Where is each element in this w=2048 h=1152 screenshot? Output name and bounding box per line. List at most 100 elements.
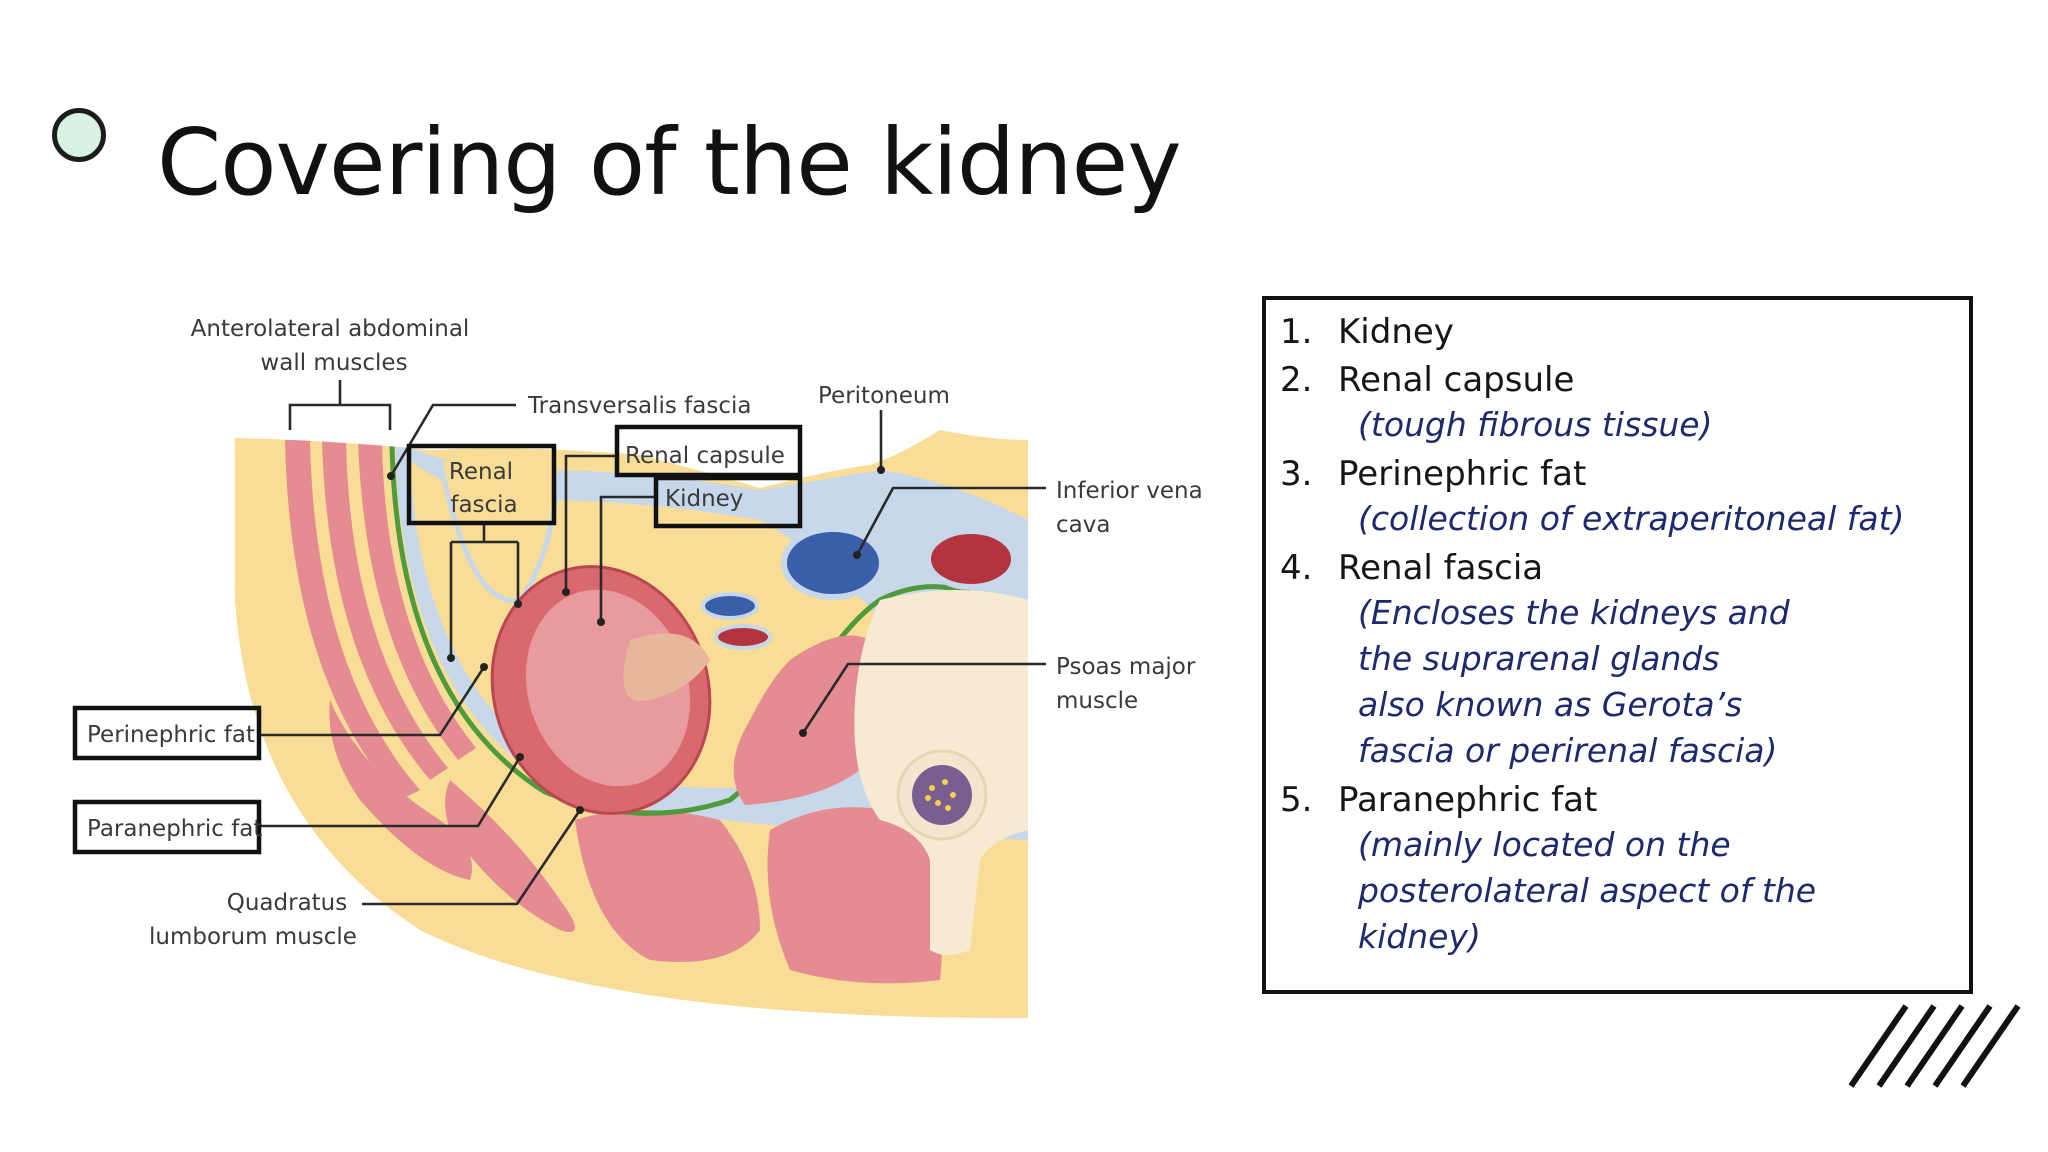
diagonal-slashes-icon — [1848, 1004, 2021, 1088]
legend-item-row: 4. Renal fascia — [1280, 546, 1969, 590]
wall-muscles-label-line2: wall muscles — [260, 350, 407, 376]
leader-dot — [576, 806, 584, 814]
cord-dot — [935, 800, 941, 806]
legend-list: 1. Kidney 2. Renal capsule (tough fibrous … — [1266, 300, 1969, 960]
legend-item-row: 1. Kidney — [1280, 310, 1969, 354]
legend-note: fascia or perirenal fascia) — [1358, 731, 1778, 770]
legend-item-row: 2. Renal capsule — [1280, 358, 1969, 402]
quadratus-label-line1: Quadratus — [227, 890, 348, 916]
psoas-leader — [801, 662, 1046, 734]
legend-item: 3. Perinephric fat (collection of extrape… — [1280, 452, 1969, 542]
legend-label: Renal capsule — [1338, 360, 1575, 400]
legend-note: (collection of extraperitoneal fat) — [1358, 499, 1905, 538]
leader-dot — [447, 654, 455, 662]
leader-dot — [562, 588, 570, 596]
slash-line — [1848, 1004, 1909, 1088]
ivc-label-line1: Inferior vena — [1056, 478, 1203, 504]
leader-dot — [387, 472, 395, 480]
wall-muscle-1 — [285, 440, 420, 800]
kidney-leader — [599, 495, 655, 622]
legend-note: the suprarenal glands — [1358, 639, 1720, 678]
paranephric-box — [72, 799, 262, 855]
legend-item: 4. Renal fascia (Encloses the kidneys and… — [1280, 546, 1969, 774]
renal-capsule-box — [614, 424, 803, 478]
renal-capsule-label: Renal capsule — [625, 443, 785, 469]
legend-label: Renal fascia — [1338, 548, 1544, 588]
circle-bullet-icon — [52, 108, 106, 162]
peritoneum-label: Peritoneum — [818, 383, 950, 409]
spinal-cord — [912, 765, 972, 825]
slash-line — [1960, 1004, 2021, 1088]
paranephric-label: Paranephric fat — [87, 816, 262, 842]
leader-dot — [877, 466, 885, 474]
legend-number: 5. — [1280, 780, 1313, 820]
aorta-shape — [925, 528, 1017, 590]
legend-number: 4. — [1280, 548, 1313, 588]
renal-pelvis — [623, 633, 710, 702]
wall-muscle-3 — [358, 440, 476, 760]
legend-item: 1. Kidney — [1280, 310, 1969, 354]
lateral-back-muscle — [445, 780, 575, 932]
wall-muscle-2 — [322, 440, 448, 780]
renal-artery-shape — [714, 624, 772, 650]
legend-item: 5. Paranephric fat (mainly located on the… — [1280, 778, 1969, 960]
leader-dot — [853, 551, 861, 559]
legend-box: 1. Kidney 2. Renal capsule (tough fibrous … — [1262, 296, 1973, 994]
legend-number: 1. — [1280, 312, 1313, 352]
quadratus-label-line2: lumborum muscle — [149, 924, 357, 950]
legend-item-row: 3. Perinephric fat — [1280, 452, 1969, 496]
perinephric-leader — [260, 666, 486, 737]
paranephric-leader — [260, 756, 522, 828]
cord-dot — [925, 795, 931, 801]
wall-muscles-bracket — [288, 403, 392, 430]
perinephric-label: Perinephric fat — [87, 722, 255, 748]
inferior-vena-cava-shape — [781, 526, 885, 600]
renal-fascia-label-line1: Renal — [449, 459, 513, 485]
leader-dot — [799, 729, 807, 737]
wall-muscles-label-line1: Anterolateral abdominal — [191, 316, 470, 342]
legend-note: (tough fibrous tissue) — [1358, 405, 1713, 444]
legend-note: (Encloses the kidneys and — [1358, 593, 1790, 632]
legend-label: Paranephric fat — [1338, 780, 1598, 820]
transversalis-leader — [389, 403, 516, 477]
ivc-label-line2: cava — [1056, 512, 1110, 538]
erector-spinae-shape — [767, 807, 943, 984]
leader-dot — [597, 618, 605, 626]
kidney-label: Kidney — [665, 486, 743, 512]
perinephric-box — [72, 705, 262, 761]
legend-note: also known as Gerota’s — [1358, 685, 1743, 724]
quadratus-lumborum-shape — [575, 810, 760, 962]
ivc-leader — [855, 486, 1046, 556]
slash-line — [1904, 1004, 1965, 1088]
cord-dot — [950, 792, 956, 798]
slash-line — [1932, 1004, 1993, 1088]
legend-number: 2. — [1280, 360, 1313, 400]
kidney-cross-section-diagram: Anterolateral abdominal wall muscles Tra… — [72, 316, 1203, 1019]
slash-line — [1876, 1004, 1937, 1088]
leader-dot — [514, 600, 522, 608]
renal-fascia-label-line2: fascia — [450, 492, 517, 518]
legend-note: kidney) — [1358, 917, 1481, 956]
legend-note: posterolateral aspect of the — [1358, 871, 1817, 910]
cord-dot — [929, 785, 935, 791]
cord-dot — [945, 805, 951, 811]
legend-number: 3. — [1280, 454, 1313, 494]
leader-dot — [480, 663, 488, 671]
legend-item-row: 5. Paranephric fat — [1280, 778, 1969, 822]
renal-fascia-bracket — [449, 523, 520, 658]
oblique-muscle — [329, 700, 472, 880]
psoas-label-line1: Psoas major — [1056, 654, 1196, 680]
legend-label: Perinephric fat — [1338, 454, 1587, 494]
renal-vein-shape — [701, 592, 759, 620]
cord-dot — [942, 779, 948, 785]
psoas-label-line2: muscle — [1056, 688, 1138, 714]
slide-title: Covering of the kidney — [157, 109, 1182, 216]
renal-fascia-box — [406, 443, 557, 526]
legend-item: 2. Renal capsule (tough fibrous tissue) — [1280, 358, 1969, 448]
legend-label: Kidney — [1338, 312, 1454, 352]
kidney-box — [653, 475, 803, 529]
renal-capsule-leader — [564, 454, 616, 592]
legend-note: (mainly located on the — [1358, 825, 1731, 864]
leader-dot — [516, 753, 524, 761]
quadratus-leader — [362, 809, 582, 906]
